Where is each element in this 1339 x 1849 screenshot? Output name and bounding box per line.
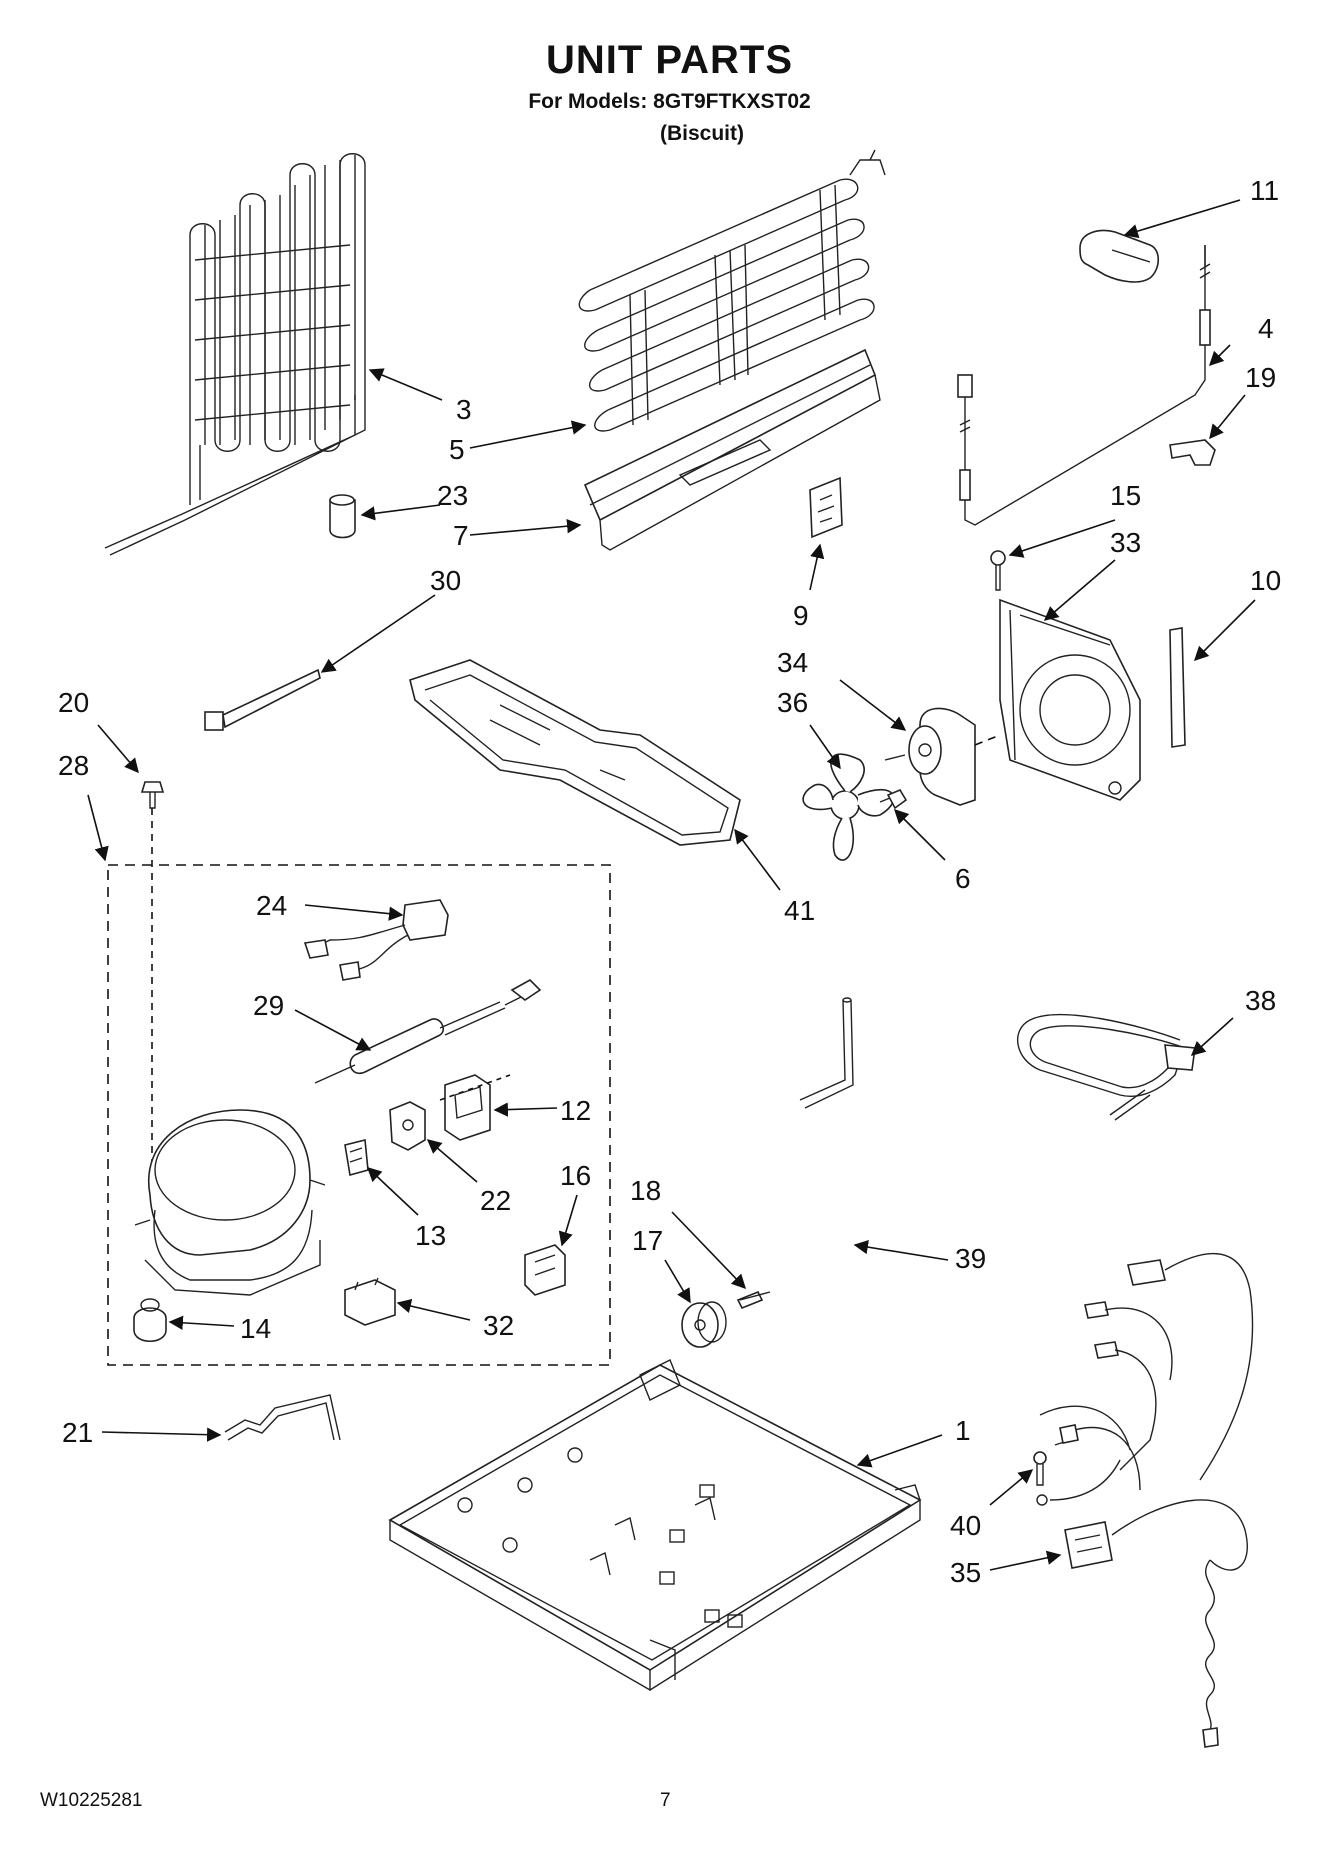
- bolt-18-part: [736, 1290, 771, 1310]
- clip-19-part: [1169, 439, 1216, 466]
- nut-6-part: [879, 788, 908, 810]
- base-plate-1-part: [388, 1359, 922, 1692]
- fan-blade-36-part: [802, 753, 895, 861]
- callout-24: 24: [256, 890, 287, 921]
- grommet-14-part: [133, 1298, 167, 1343]
- callout-11: 11: [1250, 175, 1279, 206]
- cover-11-part: [1079, 229, 1160, 283]
- roller-17-part: [681, 1301, 727, 1348]
- drier-29-part: [314, 979, 542, 1084]
- tube-38-part: [1017, 1014, 1196, 1121]
- page-number: 7: [660, 1790, 671, 1811]
- wiring-harness-35-part: [1036, 1253, 1254, 1748]
- callout-21: 21: [62, 1417, 93, 1448]
- doc-number: W10225281: [40, 1790, 143, 1811]
- thermistor-4-part: [957, 245, 1211, 526]
- condenser-coil-part: [104, 153, 366, 556]
- overload-22-part: [389, 1101, 426, 1151]
- capacitor-32-part: [344, 1277, 396, 1326]
- harness-24-part: [303, 899, 449, 981]
- callout-19: 19: [1245, 362, 1276, 393]
- fan-motor-34-part: [884, 707, 1001, 806]
- callout-5: 5: [449, 434, 465, 465]
- callout-28: 28: [58, 750, 89, 781]
- callout-22: 22: [480, 1185, 511, 1216]
- compressor-part: [134, 1109, 326, 1296]
- callout-39: 39: [955, 1243, 986, 1274]
- models-line: For Models: 8GT9FTKXST02: [528, 90, 811, 113]
- callout-1: 1: [955, 1415, 971, 1446]
- clip-13-part: [344, 1138, 369, 1177]
- callout-9: 9: [793, 600, 809, 631]
- drain-pan-41-part: [409, 659, 741, 846]
- strip-10-part: [1169, 627, 1186, 748]
- callout-20: 20: [58, 687, 89, 718]
- callout-numbers: 3 5 23 7 11 4 19 15 33 10 9 30 34 36 6 4…: [58, 175, 1281, 1588]
- callout-41: 41: [784, 895, 815, 926]
- callout-15: 15: [1110, 480, 1141, 511]
- callout-leader-lines: [87, 199, 1256, 1571]
- callout-16: 16: [560, 1160, 591, 1191]
- terminal-16-part: [524, 1244, 566, 1296]
- callout-17: 17: [632, 1225, 663, 1256]
- evaporator-part: [578, 149, 886, 432]
- callout-40: 40: [950, 1510, 981, 1541]
- callout-36: 36: [777, 687, 808, 718]
- callout-29: 29: [253, 990, 284, 1021]
- callout-12: 12: [560, 1095, 591, 1126]
- callout-6: 6: [955, 863, 971, 894]
- wire-21-part: [224, 1394, 341, 1441]
- tube-39-part: [799, 997, 854, 1109]
- callout-38: 38: [1245, 985, 1276, 1016]
- callout-10: 10: [1250, 565, 1281, 596]
- callout-33: 33: [1110, 527, 1141, 558]
- callout-30: 30: [430, 565, 461, 596]
- compressor-assembly-28-box: [107, 864, 611, 1366]
- callout-13: 13: [415, 1220, 446, 1251]
- callout-34: 34: [777, 647, 808, 678]
- callout-14: 14: [240, 1313, 271, 1344]
- screw-15-part: [990, 550, 1006, 591]
- cable-tie-30-part: [204, 668, 321, 731]
- callout-3: 3: [456, 394, 472, 425]
- plug-23-part: [329, 494, 356, 539]
- page-title: UNIT PARTS: [545, 38, 794, 82]
- callout-35: 35: [950, 1557, 981, 1588]
- relay-12-part: [439, 1074, 511, 1141]
- color-line: (Biscuit): [660, 122, 744, 145]
- bracket-9-part: [809, 476, 843, 539]
- callout-32: 32: [483, 1310, 514, 1341]
- screw-40-part: [1033, 1451, 1047, 1486]
- screw-20-part: [140, 781, 165, 809]
- callout-23: 23: [437, 480, 468, 511]
- callout-18: 18: [630, 1175, 661, 1206]
- callout-7: 7: [453, 520, 469, 551]
- fan-shroud-33-part: [999, 598, 1141, 801]
- drain-trough-part: [583, 348, 881, 551]
- callout-4: 4: [1258, 313, 1274, 344]
